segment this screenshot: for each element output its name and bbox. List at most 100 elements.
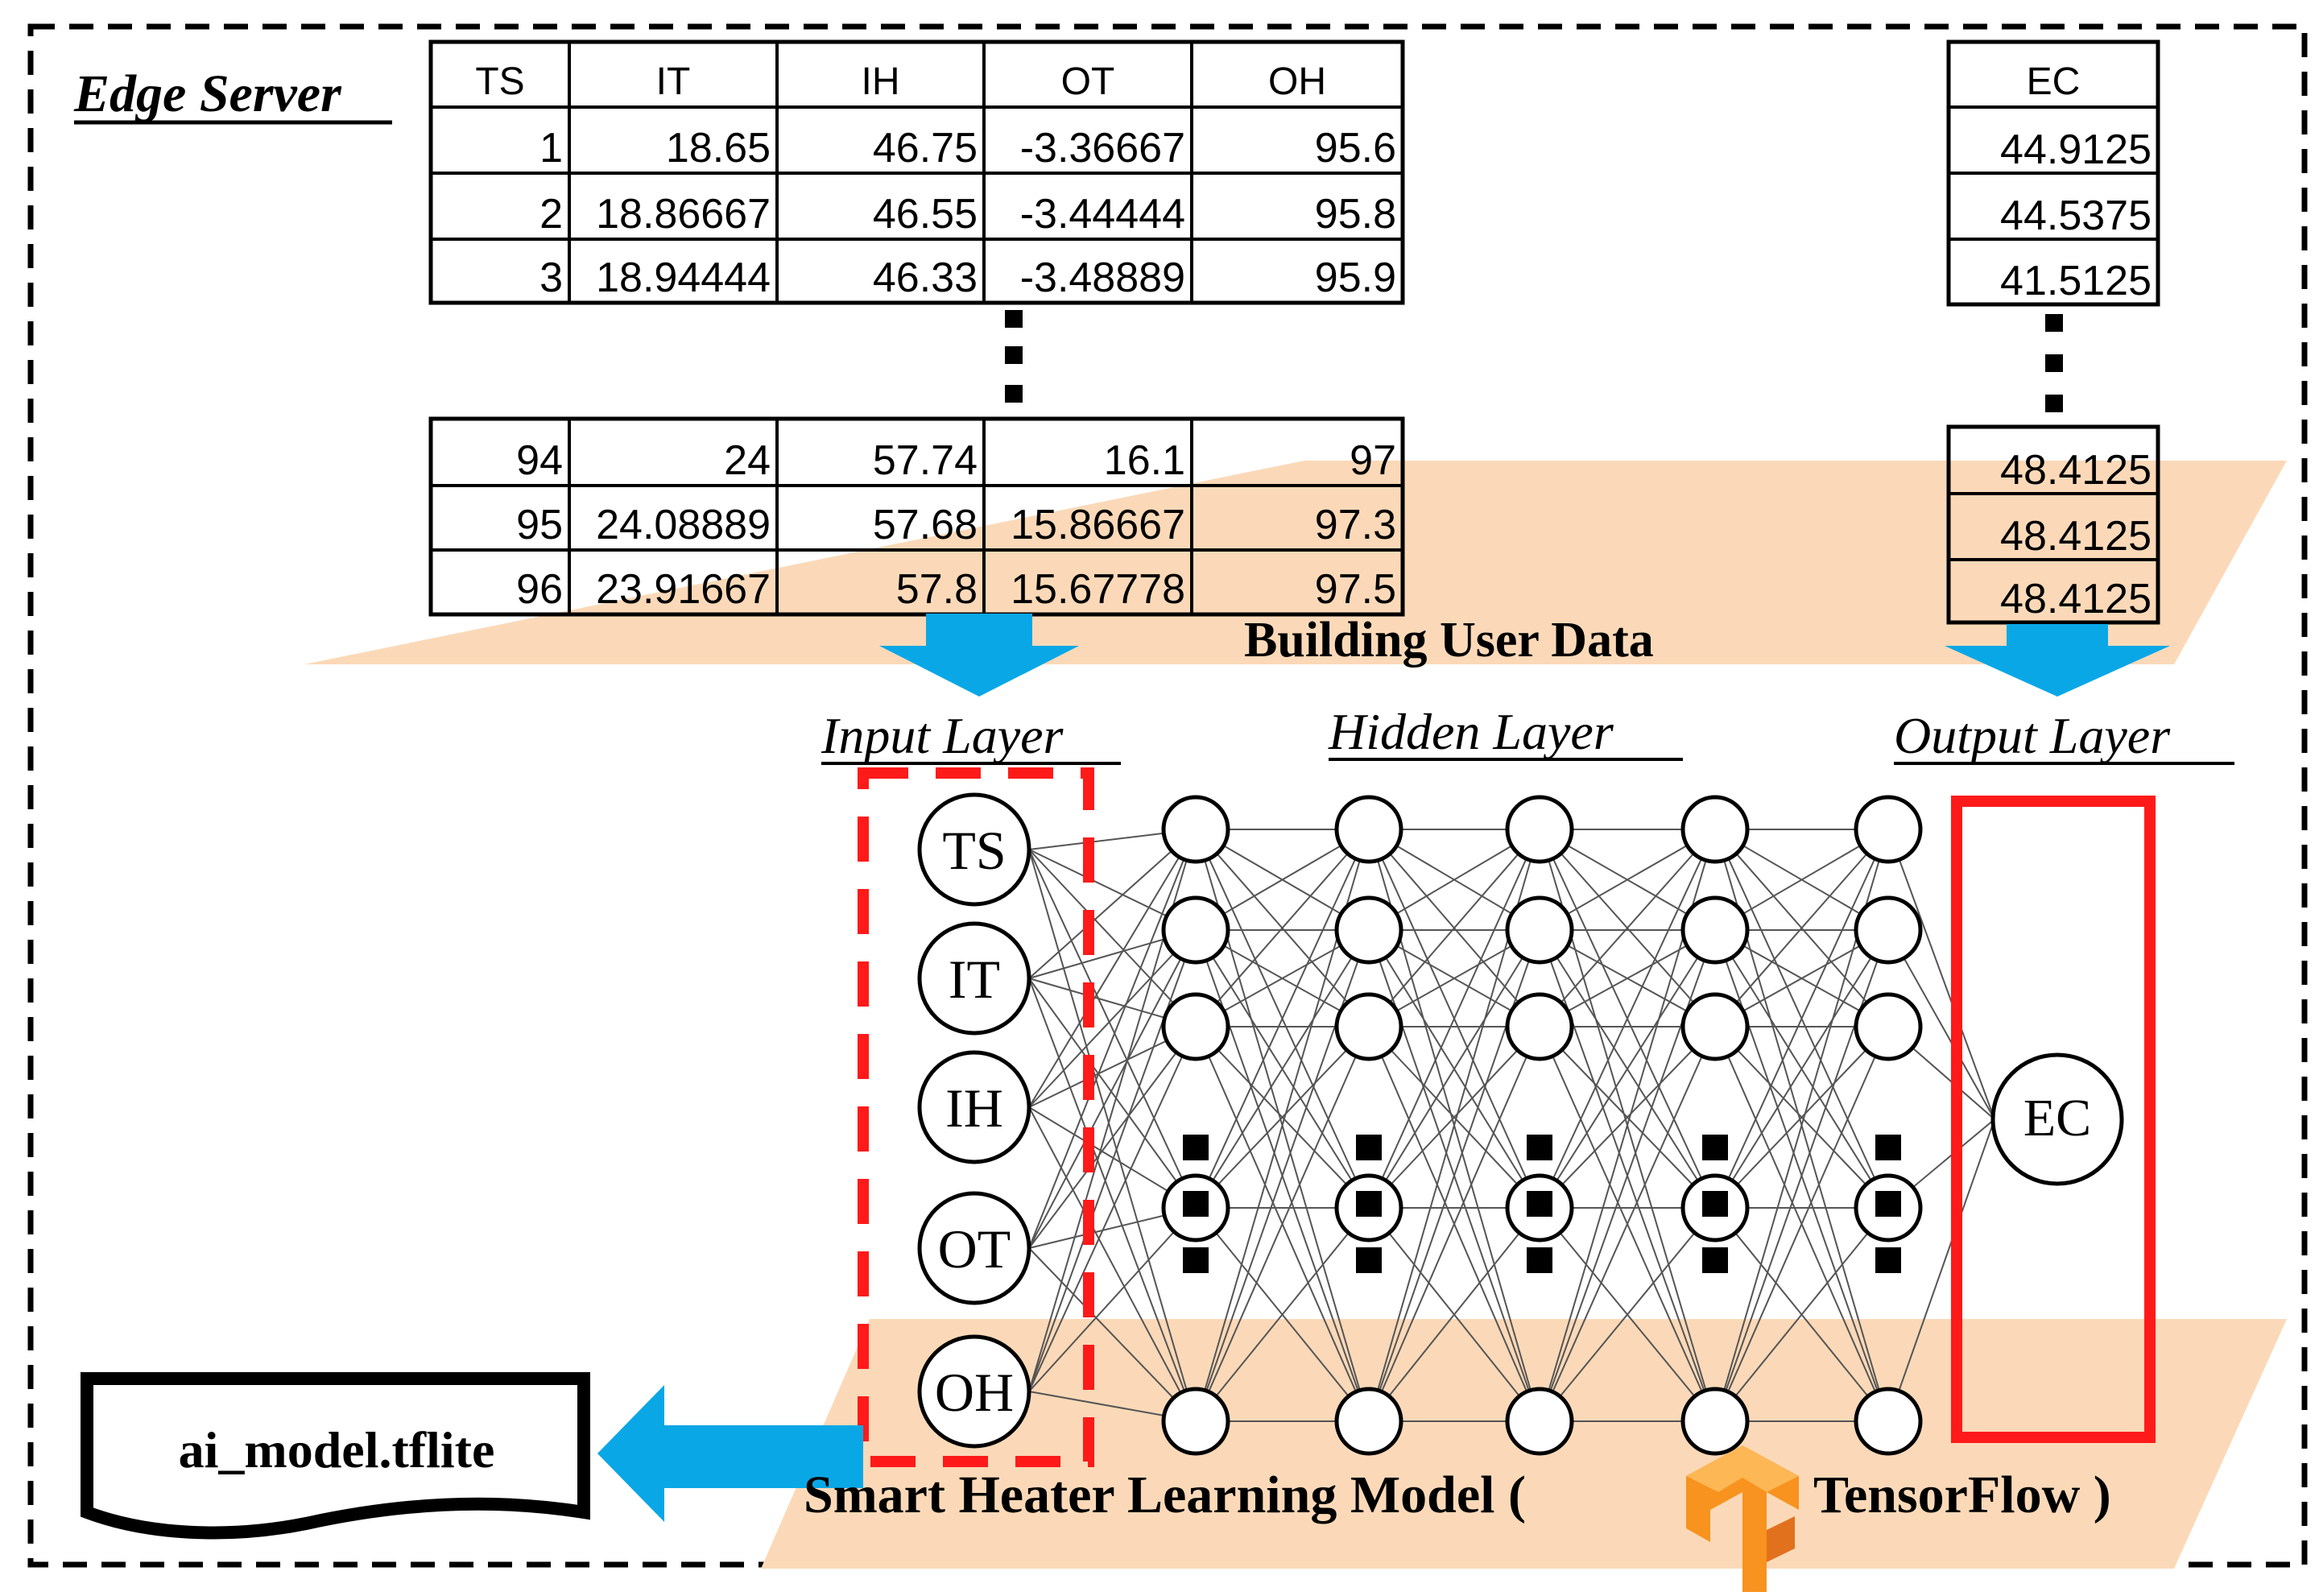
network-connection	[1195, 1207, 1370, 1422]
table-cell: 97	[1350, 437, 1396, 484]
table-cell: 16.1	[1104, 437, 1185, 484]
table-cell: 1	[539, 125, 563, 172]
table-cell: 24	[724, 437, 771, 484]
hidden-node	[1854, 895, 1923, 965]
network-connection	[1028, 849, 1197, 1209]
table-cell: 48.4125	[2000, 447, 2152, 494]
table-cell: 23.91667	[596, 566, 771, 613]
output-down-arrow	[1945, 624, 2170, 697]
network-connection	[1368, 1026, 1540, 1209]
hidden-node	[1161, 1387, 1230, 1456]
table-cell: 97.3	[1315, 502, 1396, 548]
model-label-left: Smart Heater Learning Model (	[804, 1466, 1526, 1524]
table-cell: 95.9	[1315, 254, 1396, 301]
ellipsis-dot	[1356, 1247, 1382, 1273]
table-cell: 18.65	[666, 125, 771, 172]
input-highlight-box	[858, 767, 1094, 1467]
table-cell: 57.8	[896, 566, 978, 613]
table-cell: 57.68	[873, 502, 978, 548]
network-connection	[1195, 829, 1370, 1209]
table-cell: -3.36667	[1020, 125, 1185, 172]
table-cell: 96	[516, 566, 563, 613]
network-connection	[1539, 1026, 1716, 1209]
ellipsis-dot	[1356, 1135, 1382, 1160]
network-connection	[1028, 1026, 1197, 1392]
table-cell: 18.94444	[596, 254, 771, 301]
table-cell: 18.86667	[596, 191, 771, 238]
table-cell: 57.74	[873, 437, 978, 484]
input-node	[917, 1191, 1031, 1305]
input-node-label: TS	[942, 820, 1006, 881]
input-layer-label: Input Layer	[821, 707, 1064, 764]
table-cell: 46.75	[873, 125, 978, 172]
ellipsis-dot	[1875, 1191, 1901, 1217]
hidden-node	[1680, 1387, 1750, 1456]
ellipsis-dot	[1183, 1135, 1209, 1160]
network-connection	[1195, 1026, 1370, 1422]
network-connection	[1028, 849, 1197, 1422]
input-node-label: OT	[938, 1218, 1011, 1280]
network-connection	[1714, 929, 1889, 1209]
hidden-node	[1161, 895, 1230, 965]
network-connection	[1028, 1106, 1197, 1422]
table-cell: 48.4125	[2000, 513, 2152, 560]
network-connection	[1368, 1026, 1540, 1422]
tensorflow-logo-icon	[1686, 1445, 1799, 1596]
table-cell: 41.5125	[2000, 258, 2152, 304]
table-cell: 15.67778	[1011, 566, 1185, 613]
hidden-node	[1854, 795, 1923, 864]
table-cell: 46.55	[873, 191, 978, 238]
ellipsis-dot	[1356, 1191, 1382, 1217]
network-connection	[1195, 829, 1370, 1027]
model-label-right: TensorFlow )	[1813, 1466, 2111, 1524]
network-connection	[1887, 829, 1995, 1120]
network-connection	[1028, 978, 1197, 1422]
table-cell: 94	[516, 437, 563, 484]
network-connection	[1368, 1207, 1540, 1422]
table-header-cell: EC	[2027, 60, 2081, 103]
table-header-cell: IT	[656, 60, 691, 103]
ellipsis-dot	[1527, 1191, 1552, 1217]
building-user-data-label: Building User Data	[1244, 613, 1654, 668]
table-header-cell: OT	[1061, 60, 1115, 103]
input-down-arrow	[879, 614, 1079, 697]
ellipsis-dot	[1527, 1135, 1552, 1160]
network-connection	[1028, 829, 1197, 1108]
table-cell: -3.48889	[1020, 254, 1185, 301]
table-cell: 2	[539, 191, 563, 238]
network-connection	[1539, 1207, 1716, 1422]
output-node-ec	[1990, 1052, 2124, 1186]
network-connection	[1368, 829, 1540, 1209]
input-node	[917, 792, 1031, 907]
hidden-node	[1334, 1387, 1403, 1456]
table-cell: 46.33	[873, 254, 978, 301]
network-connection	[1539, 829, 1716, 1209]
network-connection	[1714, 1026, 1889, 1422]
network-connection	[1539, 829, 1716, 1027]
table-cell: 44.9125	[2000, 126, 2152, 173]
network-connection	[1195, 1026, 1370, 1209]
table-cell: 48.4125	[2000, 576, 2152, 622]
network-connection	[1028, 1207, 1197, 1392]
hidden-node	[1505, 795, 1574, 864]
table-header-cell: IH	[862, 60, 900, 103]
hidden-layer-label: Hidden Layer	[1328, 703, 1614, 760]
table-cell: 95.6	[1315, 125, 1396, 172]
table-cell: 95	[516, 502, 563, 548]
ellipsis-dot	[1183, 1191, 1209, 1217]
input-table-ellipsis	[1005, 310, 1023, 403]
network-connection	[1714, 829, 1889, 1209]
network-connection	[1028, 849, 1197, 1027]
network-connection	[1714, 1026, 1889, 1209]
hidden-node	[1680, 895, 1750, 965]
network-connection	[1028, 1247, 1197, 1422]
table-cell: -3.44444	[1020, 191, 1185, 238]
output-highlight-box	[1951, 796, 2156, 1443]
input-node	[917, 1334, 1031, 1449]
output-node-label: EC	[2023, 1089, 2091, 1147]
table-cell: 95.8	[1315, 191, 1396, 238]
ellipsis-dot	[1183, 1247, 1209, 1273]
output-layer-label: Output Layer	[1894, 707, 2171, 764]
